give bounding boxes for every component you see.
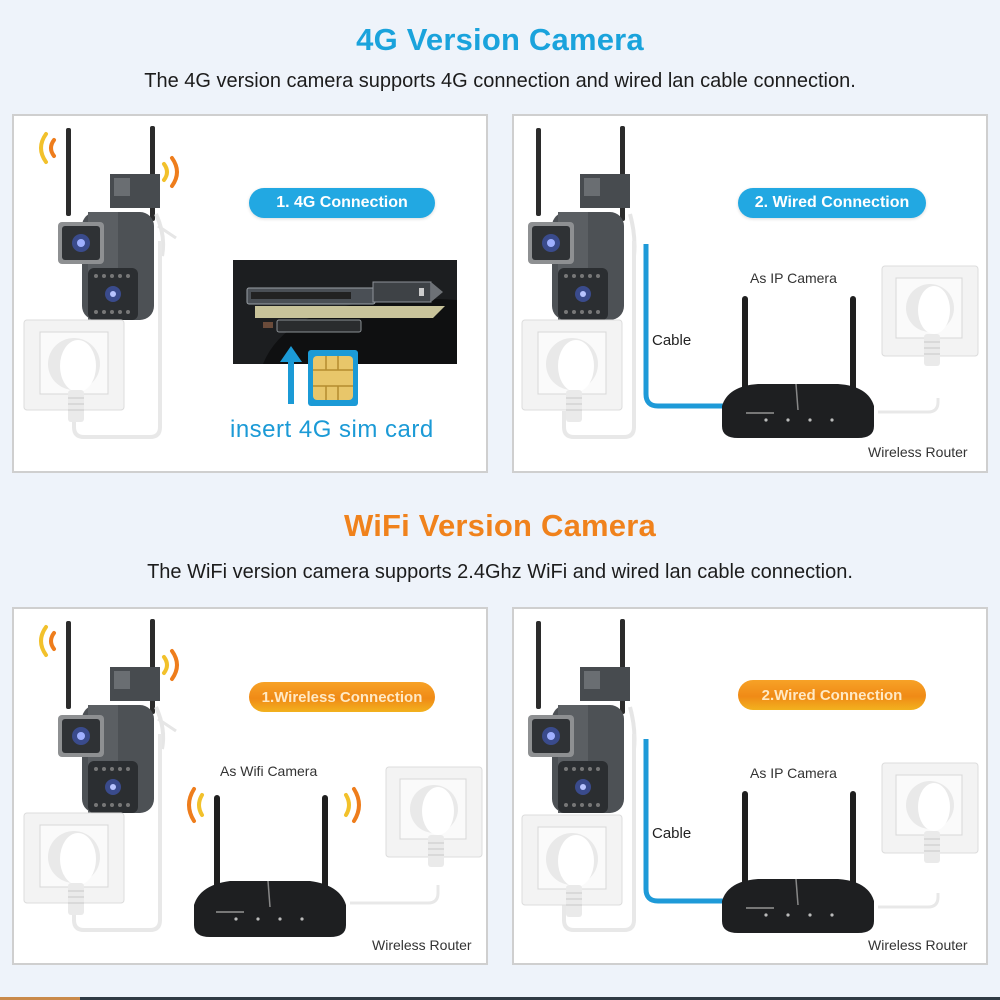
wifi-waves-icon — [344, 787, 361, 823]
router-icon — [194, 795, 346, 937]
power-cable — [72, 241, 162, 439]
power-outlet-icon — [22, 811, 126, 921]
router-caption: As Wifi Camera — [220, 763, 318, 779]
panel-4g-wired: 2. Wired Connection Cable As IP Camera W… — [512, 114, 988, 473]
bottom-edge-strip — [0, 997, 1000, 1000]
router-power-cable — [350, 885, 440, 905]
router-caption: As IP Camera — [750, 765, 837, 781]
wifi-waves-icon — [187, 787, 204, 823]
cable-label: Cable — [652, 825, 692, 842]
router-caption: As IP Camera — [750, 270, 837, 286]
section-subtitle-4g: The 4G version camera supports 4G connec… — [144, 70, 856, 92]
cable-label: Cable — [652, 332, 692, 349]
power-outlet-icon — [880, 761, 980, 871]
up-arrow-icon — [280, 346, 302, 404]
sim-card-icon — [308, 350, 358, 406]
wifi-waves-icon — [39, 132, 56, 164]
power-outlet-icon — [384, 765, 484, 875]
section-title-wifi: WiFi Version Camera — [344, 508, 656, 543]
router-label: Wireless Router — [372, 937, 472, 953]
power-outlet-icon — [520, 813, 624, 923]
bottom-edge-accent — [0, 997, 80, 1000]
wifi-waves-icon — [162, 156, 179, 188]
router-power-cable — [878, 398, 940, 414]
camera-icon — [528, 619, 637, 813]
panel-wifi-wireless: 1.Wireless Connection As Wifi Camera Wir… — [12, 607, 488, 965]
panel-wifi-wired: 2.Wired Connection Cable As IP Camera Wi… — [512, 607, 988, 965]
sim-slot-photo — [233, 260, 457, 364]
ethernet-cable — [643, 739, 732, 904]
badge-4g-connection: 1. 4G Connection — [249, 188, 435, 218]
power-cable — [562, 241, 636, 439]
power-outlet-icon — [880, 264, 980, 374]
badge-wired-connection: 2. Wired Connection — [738, 188, 926, 218]
camera-icon — [58, 126, 177, 320]
router-label: Wireless Router — [868, 444, 968, 460]
power-cable — [562, 734, 636, 932]
section-title-4g: 4G Version Camera — [356, 22, 644, 57]
router-icon — [722, 296, 874, 438]
router-power-cable — [878, 893, 940, 909]
router-label: Wireless Router — [868, 937, 968, 953]
panel-4g-connection: 1. 4G Connection insert 4G sim card — [12, 114, 488, 473]
camera-icon — [58, 619, 177, 813]
badge-wired-connection: 2.Wired Connection — [738, 680, 926, 710]
camera-icon — [528, 126, 637, 320]
power-cable — [72, 734, 162, 932]
power-outlet-icon — [520, 318, 624, 428]
badge-wireless-connection: 1.Wireless Connection — [249, 682, 435, 712]
wifi-waves-icon — [162, 649, 179, 681]
router-icon — [722, 791, 874, 933]
power-outlet-icon — [22, 318, 126, 422]
wifi-waves-icon — [39, 625, 56, 657]
section-subtitle-wifi: The WiFi version camera supports 2.4Ghz … — [147, 561, 853, 583]
ethernet-cable — [643, 244, 732, 409]
sim-instruction-text: insert 4G sim card — [230, 416, 434, 443]
